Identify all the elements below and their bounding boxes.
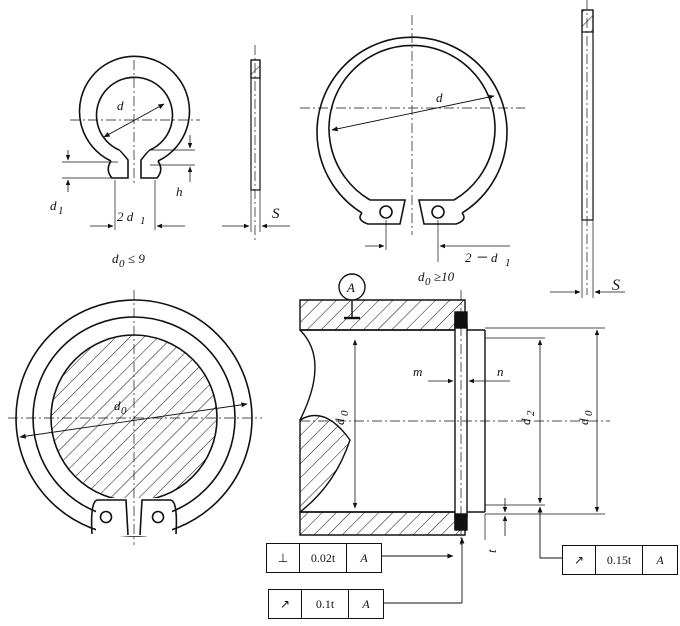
label-d-small: d [117,98,124,113]
label-h: h [176,184,183,199]
tolerance-leaders [370,506,562,604]
condition-small: d [112,251,119,266]
small-circlip-side-view [222,45,290,240]
label-n: n [497,364,504,379]
label-d1-left-sub: 1 [58,205,64,217]
label-d0-right-sub: 0 [583,410,595,416]
label-d0-right: d [576,418,591,425]
label-d0-left: d [332,418,347,425]
label-d0-ring: d [114,398,121,413]
perpendicularity-icon: ⊥ [267,544,300,572]
condition-large: d [418,269,425,284]
tolerance-frame-perpendicularity: ⊥ 0.02t A [266,543,382,573]
tolerance-frame-runout-large: ↗ 0.15t A [562,545,678,575]
large-circlip-inner [328,44,496,201]
label-2-minus-d1-sub: 1 [505,257,511,269]
label-m: m [413,364,422,379]
tolerance-value: 0.1t [302,590,349,618]
label-d0-ring-sub: 0 [121,405,127,417]
label-d-large: d [436,90,443,105]
label-2d1-sub: 1 [140,215,146,227]
condition-small-sub: 0 [119,258,125,270]
datum-A-bubble: A [346,280,355,295]
condition-large-rel: ≥10 [434,269,455,284]
condition-small-rel: ≤ 9 [128,251,145,266]
large-circlip-side-view [550,0,625,298]
ring-on-shaft-view [8,290,262,545]
label-d0-left-sub: 0 [339,410,351,416]
small-circlip-view [62,55,200,230]
circular-runout-icon: ↗ [269,590,302,618]
label-S-small: S [272,206,280,222]
tolerance-frame-runout-small: ↗ 0.1t A [268,589,384,619]
small-circlip-outer [78,55,191,162]
circular-runout-icon: ↗ [563,546,596,574]
condition-large-sub: 0 [425,276,431,288]
datum-reference: A [362,596,370,611]
datum-reference: A [656,552,664,567]
label-d1-left: d [50,198,57,213]
label-d2: d [518,418,533,425]
label-t: t [484,549,499,553]
datum-reference: A [360,550,368,565]
tolerance-value: 0.02t [300,544,347,572]
label-2-minus-d1: 2 － d [465,250,498,265]
section-view [299,273,610,545]
tolerance-value: 0.15t [596,546,643,574]
label-d2-sub: 2 [525,410,537,416]
small-circlip-inner [95,76,174,151]
label-S-large: S [612,277,620,294]
label-2d1: 2 d [117,209,134,224]
large-circlip-view [300,15,525,262]
